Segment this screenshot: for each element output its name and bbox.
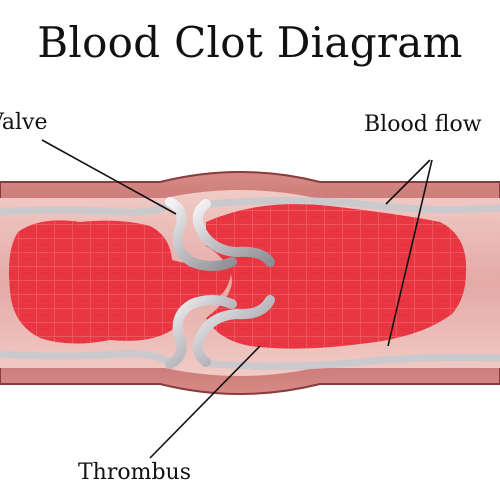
- vessel-inner-lining-upper-right: [208, 196, 500, 214]
- valve-leaflet-upper-right: [192, 199, 275, 267]
- valve-label: Valve: [0, 110, 48, 135]
- blood-flow-leader-line-upper: [385, 159, 431, 205]
- diagram-title: Blood Clot Diagram: [37, 18, 463, 67]
- vessel-inner-lining-lower-right: [208, 353, 500, 370]
- thrombus-leader-line: [149, 345, 261, 459]
- thrombus-label: Thrombus: [78, 460, 192, 485]
- blood-flow-leader-line-lower: [387, 159, 433, 347]
- vessel-inner-lining-lower: [0, 350, 174, 366]
- valve-leaflet-upper-left: [165, 197, 237, 271]
- blood-flow-label: Blood flow: [364, 112, 482, 137]
- valve-leaflet-lower-left: [165, 295, 237, 369]
- thrombus-right: [206, 204, 467, 349]
- vessel-inner-lining-upper: [0, 201, 174, 216]
- valve-leaflet-lower-right: [192, 295, 275, 367]
- valve-leader-line: [41, 139, 177, 215]
